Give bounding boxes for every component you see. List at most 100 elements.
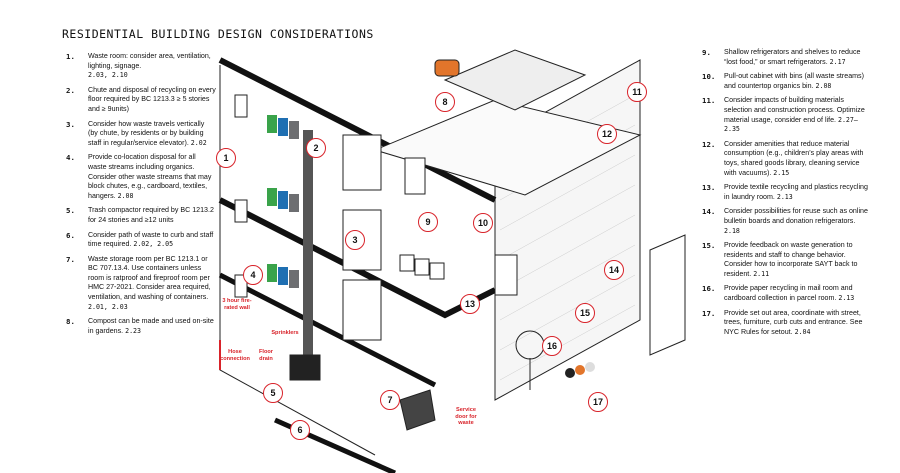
- item-number: 12.: [702, 139, 716, 149]
- list-item: 1. Waste room: consider area, ventilation…: [66, 52, 216, 81]
- marker-5: 5: [263, 383, 283, 403]
- sprinklers-label: Sprinklers: [271, 330, 299, 336]
- item-text: Shallow refrigerators and shelves to red…: [724, 48, 861, 66]
- item-text: Provide paper recycling in mail room and…: [724, 284, 855, 303]
- item-number: 4.: [66, 153, 75, 163]
- item-number: 2.: [66, 85, 75, 95]
- setout-bags: [565, 362, 595, 378]
- item-number: 13.: [702, 183, 716, 193]
- list-item: 5. Trash compactor required by BC 1213.2 …: [66, 206, 216, 225]
- marker-1: 1: [216, 148, 236, 168]
- item-reference: 2.08: [117, 191, 134, 200]
- marker-3: 3: [345, 230, 365, 250]
- laundry-machines: [399, 254, 445, 280]
- list-item: 8. Compost can be made and used on-site i…: [66, 317, 216, 336]
- item-reference: 2.27–2.35: [724, 115, 858, 134]
- donation-fridge: [494, 254, 518, 296]
- item-reference: 2.02: [190, 138, 207, 147]
- item-text: Pull-out cabinet with bins (all waste st…: [724, 72, 864, 90]
- compost-tumbler: [434, 59, 460, 77]
- item-number: 9.: [702, 48, 711, 57]
- item-number: 16.: [702, 284, 716, 294]
- list-item: 14.Consider possibilities for reuse such…: [702, 207, 872, 236]
- item-reference: 2.13: [838, 294, 855, 303]
- recycling-bins: [267, 115, 299, 288]
- kitchen-fridge: [404, 157, 426, 195]
- item-number: 6.: [66, 230, 75, 240]
- left-considerations-list: 1. Waste room: consider area, ventilation…: [66, 52, 216, 341]
- entrance-canopy: [649, 234, 686, 356]
- marker-13: 13: [460, 294, 480, 314]
- item-reference: 2.18: [724, 226, 740, 235]
- item-text: Waste room: consider area, ventilation, …: [88, 52, 211, 70]
- elevator-door: [342, 134, 382, 191]
- elevator-door: [342, 279, 382, 341]
- item-number: 5.: [66, 206, 75, 216]
- rooftop-garden: [443, 49, 587, 111]
- item-reference: 2.13: [776, 192, 793, 201]
- marker-14: 14: [604, 260, 624, 280]
- item-text: Consider path of waste to curb and staff…: [88, 230, 214, 249]
- marker-7: 7: [380, 390, 400, 410]
- list-item: 15. Provide feedback on waste generation …: [702, 241, 872, 279]
- item-text: Consider how waste travels vertically (b…: [88, 119, 207, 147]
- list-item: 12. Consider amenities that reduce materi…: [702, 140, 872, 178]
- item-reference: 2.02, 2.05: [133, 240, 174, 249]
- waste-chute: [303, 130, 313, 360]
- item-number: 14.: [702, 207, 716, 217]
- item-number: 10.: [702, 72, 716, 82]
- item-text: Trash compactor required by BC 1213.2 fo…: [88, 206, 214, 224]
- marker-4: 4: [243, 265, 263, 285]
- marker-10: 10: [473, 213, 493, 233]
- fire-rated-wall-label: 3 hour fire-rated wall: [222, 298, 252, 311]
- marker-16: 16: [542, 336, 562, 356]
- item-text: Chute and disposal of recycling on every…: [88, 85, 216, 113]
- building-cutaway-illustration: [218, 49, 686, 473]
- marker-12: 12: [597, 124, 617, 144]
- item-reference: 2.11: [753, 269, 770, 278]
- item-number: 8.: [66, 317, 75, 327]
- item-text: Consider impacts of building materials s…: [724, 96, 865, 134]
- waste-container: [399, 389, 436, 431]
- item-reference: 2.03, 2.10: [88, 71, 128, 80]
- list-item: 9. Shallow refrigerators and shelves to r…: [702, 48, 872, 67]
- item-number: 3.: [66, 119, 75, 129]
- marker-15: 15: [575, 303, 595, 323]
- marker-2: 2: [306, 138, 326, 158]
- item-text: Consider amenities that reduce material …: [724, 139, 864, 177]
- trash-compactor: [289, 354, 321, 381]
- item-text: Provide textile recycling and plastics r…: [724, 183, 868, 201]
- page-title: RESIDENTIAL BUILDING DESIGN CONSIDERATIO…: [62, 27, 374, 41]
- item-text: Waste storage room per BC 1213.1 or BC 7…: [88, 254, 211, 311]
- list-item: 13. Provide textile recycling and plastic…: [702, 183, 872, 202]
- marker-11: 11: [627, 82, 647, 102]
- item-number: 7.: [66, 254, 75, 264]
- item-text: Provide feedback on waste generation to …: [724, 241, 858, 278]
- list-item: 17. Provide set out area, coordinate with…: [702, 309, 872, 338]
- item-reference: 2.08: [815, 81, 832, 90]
- item-number: 1.: [66, 52, 75, 61]
- marker-9: 9: [418, 212, 438, 232]
- item-reference: 2.15: [773, 168, 790, 177]
- list-item: 7. Waste storage room per BC 1213.1 or BC…: [66, 255, 216, 313]
- list-item: 16. Provide paper recycling in mail room …: [702, 284, 872, 303]
- floor-drain-label: Floor drain: [259, 349, 273, 362]
- item-reference: 2.04: [794, 327, 811, 336]
- item-number: 17.: [702, 308, 716, 318]
- item-text: Provide set out area, coordinate with st…: [724, 308, 863, 336]
- right-considerations-list: 9. Shallow refrigerators and shelves to r…: [702, 48, 872, 342]
- item-text: Compost can be made and used on-site in …: [88, 317, 214, 335]
- list-item: 2. Chute and disposal of recycling on eve…: [66, 86, 216, 115]
- item-number: 11.: [702, 96, 716, 106]
- marker-8: 8: [435, 92, 455, 112]
- marker-17: 17: [588, 392, 608, 412]
- marker-6: 6: [290, 420, 310, 440]
- service-door-label: Service door for waste: [455, 407, 477, 427]
- item-number: 15.: [702, 241, 716, 251]
- item-reference: 2.01, 2.03: [88, 302, 128, 311]
- list-item: 6. Consider path of waste to curb and sta…: [66, 231, 216, 250]
- item-reference: 2.17: [829, 57, 846, 66]
- item-reference: 2.23: [125, 326, 141, 335]
- list-item: 3. Consider how waste travels vertically …: [66, 120, 216, 149]
- list-item: 4.Provide co-location disposal for all w…: [66, 153, 216, 201]
